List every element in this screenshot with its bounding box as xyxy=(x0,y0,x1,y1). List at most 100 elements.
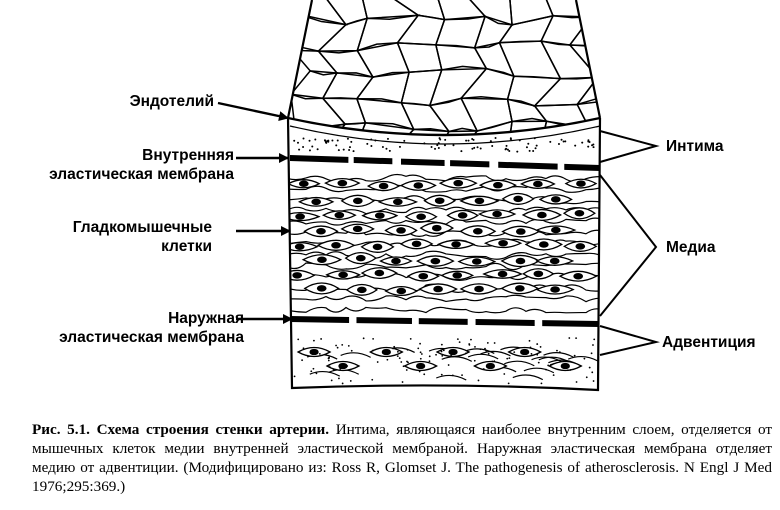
adventitia-stipple xyxy=(335,344,337,347)
smooth-muscle-nucleus xyxy=(493,181,503,189)
intima-stipple xyxy=(298,148,301,151)
adventitia-stipple xyxy=(528,339,531,342)
smooth-muscle-nucleus xyxy=(292,272,303,279)
intima-stipple xyxy=(587,145,590,148)
intima-stipple xyxy=(508,149,511,152)
intima-stipple xyxy=(532,150,535,153)
intima-stipple xyxy=(574,144,577,147)
media-bracket xyxy=(599,174,658,317)
smooth-muscle-nucleus xyxy=(452,272,463,279)
adventitia-stipple xyxy=(362,337,365,340)
adventitia-stipple xyxy=(540,382,543,385)
smooth-muscle-nucleus xyxy=(391,257,401,265)
adventitia-stipple xyxy=(312,367,315,370)
intima-stipple xyxy=(327,140,330,143)
adventitia-stipple xyxy=(372,349,374,352)
adventitia-stipple xyxy=(592,380,595,382)
smooth-muscle-nucleus xyxy=(295,213,305,220)
intima-stipple xyxy=(439,138,442,141)
adventitia-fiber xyxy=(467,353,499,360)
adventitia-fiber xyxy=(543,352,574,358)
adventitia-stipple xyxy=(341,382,344,385)
smooth-muscle-nucleus xyxy=(474,197,485,205)
external-elastic-membrane-segment xyxy=(356,317,412,324)
intima-stipple xyxy=(346,137,349,140)
adventitia-stipple xyxy=(592,344,594,346)
adventitia-stipple xyxy=(419,351,422,354)
smooth-muscle-nucleus xyxy=(497,270,508,278)
media-fiber xyxy=(288,250,600,260)
adventitia-stipple xyxy=(482,368,485,370)
adventitia-stipple xyxy=(507,382,510,385)
adventitia-stipple xyxy=(428,355,431,358)
intima-stipple xyxy=(302,145,305,148)
adventitia-stipple xyxy=(590,352,593,355)
adventitia-stipple xyxy=(393,345,396,348)
adventitia-stipple xyxy=(440,343,443,346)
intima-stipple xyxy=(592,146,595,149)
adventitia-stipple xyxy=(485,349,488,352)
adventitia-stipple xyxy=(583,357,586,360)
adventitia-stipple xyxy=(318,353,321,355)
intima-stipple xyxy=(370,145,373,148)
adventitia-stipple xyxy=(487,352,490,355)
internal-elastic-membrane-segment xyxy=(498,161,558,170)
smooth-muscle-nucleus xyxy=(317,256,327,263)
external-elastic-membrane-segment xyxy=(418,318,468,325)
smooth-muscle-nucleus xyxy=(514,285,525,292)
fibroblast-nucleus xyxy=(309,348,319,356)
smooth-muscle-nucleus xyxy=(574,210,585,217)
smooth-muscle-nucleus xyxy=(416,213,426,221)
endothelial-cell xyxy=(320,121,367,135)
adventitia-stipple xyxy=(401,381,404,383)
adventitia-stipple xyxy=(328,357,330,360)
intima-stipple xyxy=(527,142,530,145)
intima-stipple xyxy=(479,147,482,150)
smooth-muscle-nucleus xyxy=(498,239,508,247)
external-membrane-label: Наружная эластическая мембрана xyxy=(59,309,244,347)
smooth-muscle-nucleus xyxy=(576,180,586,187)
adventitia-stipple xyxy=(336,346,339,349)
adventitia-stipple xyxy=(552,374,555,377)
adventitia-stipple xyxy=(302,347,305,350)
adventitia-stipple xyxy=(456,338,459,341)
intima-stipple xyxy=(525,146,528,149)
adventitia-stipple xyxy=(588,366,591,369)
adventitia-stipple xyxy=(397,350,399,353)
adventitia-stipple xyxy=(407,361,409,364)
adventitia-stipple xyxy=(297,338,300,341)
intima-stipple xyxy=(528,149,531,152)
smooth-muscle-nucleus xyxy=(533,270,544,278)
smooth-muscle-nucleus xyxy=(550,226,561,234)
adventitia-stipple xyxy=(484,347,486,350)
adventitia-stipple xyxy=(349,380,352,382)
smooth-muscle-nucleus xyxy=(316,285,327,292)
adventitia-stipple xyxy=(575,381,578,383)
adventitia-stipple xyxy=(491,360,494,363)
intima-stipple xyxy=(296,141,299,144)
adventitia-stipple xyxy=(450,354,453,357)
adventitia-stipple xyxy=(338,377,340,380)
fibroblast-nucleus xyxy=(415,362,426,370)
intima-stipple xyxy=(342,148,345,151)
internal-membrane-label-line2: эластическая мембрана xyxy=(49,166,234,183)
adventitia-stipple xyxy=(537,361,540,364)
smooth-muscle-nucleus xyxy=(374,269,385,277)
adventitia-stipple xyxy=(530,353,533,355)
adventitia-stipple xyxy=(591,371,594,374)
adventitia-fiber xyxy=(512,374,544,381)
adventitia-fiber xyxy=(480,350,511,357)
intima-stipple xyxy=(509,138,512,141)
internal-elastic-membrane-segment xyxy=(290,155,349,163)
smooth-muscle-nucleus xyxy=(334,211,345,219)
adventitia-stipple xyxy=(320,338,323,340)
adventitia-stipple xyxy=(451,374,454,377)
adventitia-stipple xyxy=(400,361,403,363)
intima-stipple xyxy=(564,140,567,143)
intima-stipple xyxy=(403,139,406,142)
endothelium-label: Эндотелий xyxy=(129,93,214,110)
adventitia-stipple xyxy=(341,343,344,346)
smooth-muscle-nucleus xyxy=(457,212,468,219)
intima-stipple xyxy=(385,147,388,150)
intima-stipple xyxy=(505,144,508,147)
